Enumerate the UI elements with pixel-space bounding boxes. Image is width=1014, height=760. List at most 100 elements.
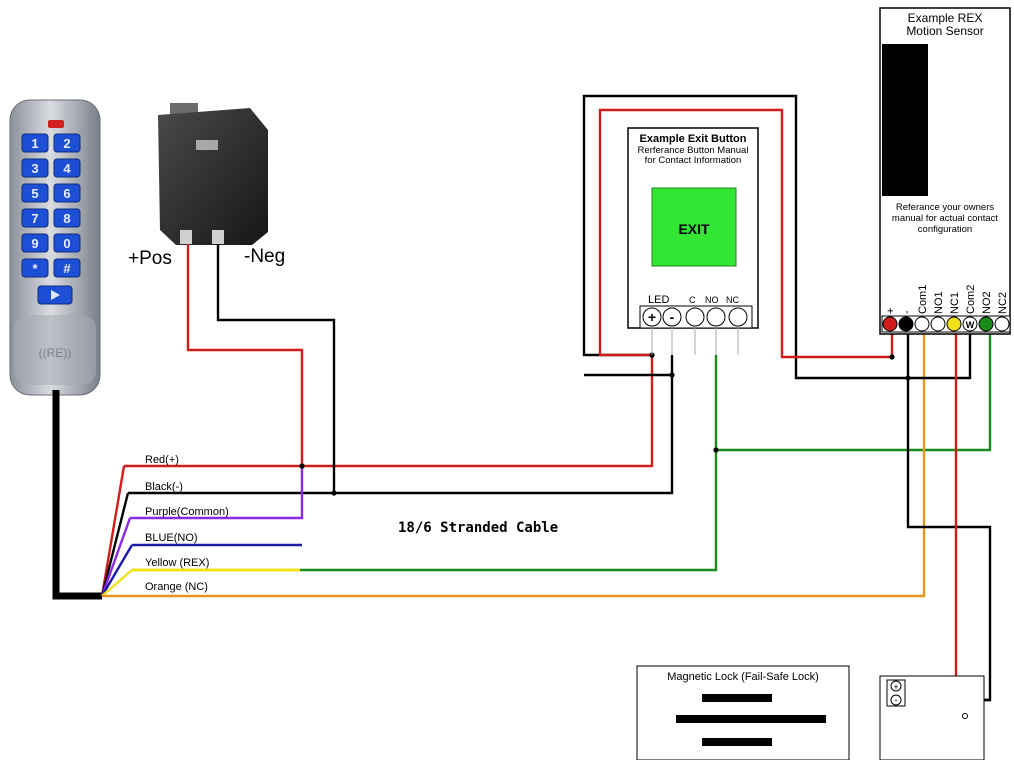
keypad-key-label: 9 [31, 236, 38, 251]
keypad-key-label: * [32, 261, 38, 276]
psu-label-sticker [196, 140, 218, 150]
junction-dot [889, 354, 895, 360]
power-supply [158, 103, 268, 245]
mag-lock-screw [962, 713, 968, 719]
junction-dot [713, 447, 719, 453]
mag-lock-bar [676, 715, 826, 723]
mag-lock-title: Magnetic Lock (Fail-Safe Lock) [667, 671, 819, 683]
exit-terminal-nc [728, 307, 748, 327]
rex-terminal-label: Com2 [965, 285, 977, 314]
no-label: NO [705, 295, 719, 305]
mag-lock-terminal-plus [890, 680, 902, 692]
plus-symbol: + [648, 309, 656, 325]
rex-sensor-lens [882, 44, 928, 196]
rex-terminal-no1 [930, 316, 946, 332]
rex-terminal-block [881, 315, 1011, 333]
rex-terminal-minus [898, 316, 914, 332]
keypad-reader-area [14, 315, 96, 385]
rex-terminal-com1 [914, 316, 930, 332]
mag-lock-minus: - [895, 695, 898, 705]
neg-label: -Neg [244, 246, 285, 267]
junctions [299, 352, 911, 496]
rex-note: Referance your owners [896, 202, 994, 213]
wire-rex-com-black [908, 330, 972, 380]
rex-terminal-label: Com1 [917, 285, 929, 314]
rex-terminal-label: NO2 [981, 291, 993, 314]
keypad-logo: ((RE)) [39, 346, 72, 360]
wire-fan-purple [100, 517, 132, 597]
keypad-key [53, 233, 81, 253]
enter-arrow-icon [51, 290, 60, 300]
exit-terminal-c [685, 307, 705, 327]
rex-terminal-plus [882, 316, 898, 332]
led-label: LED [648, 294, 669, 306]
wire-label: Black(-) [145, 481, 183, 493]
wire-psu-neg [216, 244, 336, 493]
wire-labels: Red(+) Black(-) Purple(Common) BLUE(NO) Yell… [145, 454, 229, 593]
wire-label: Orange (NC) [145, 581, 208, 593]
pos-label: +Pos [128, 248, 172, 269]
wire-purple [130, 466, 304, 520]
exit-push-button [651, 187, 737, 267]
minus-symbol: - [670, 309, 675, 325]
wire-fan-yellow [101, 569, 133, 597]
rex-terminal-label: NC1 [949, 292, 961, 314]
keypad-led [48, 120, 64, 128]
mag-lock-terminal-minus [890, 694, 902, 706]
rex-note: manual for actual contact [892, 213, 999, 224]
exit-button-subtitle: for Contact Information [645, 155, 742, 166]
psu-terminal [212, 230, 224, 244]
wire-label: Red(+) [145, 454, 179, 466]
keypad-key [53, 158, 81, 178]
wire-green-exit [300, 355, 718, 572]
keypad-key-label: 5 [31, 186, 38, 201]
rex-terminal-nc2 [994, 316, 1010, 332]
wire-label: Purple(Common) [145, 506, 229, 518]
wire-fan-blue [100, 544, 134, 597]
rex-terminal-label: NO1 [933, 291, 945, 314]
exit-button-device: Example Exit Button Rerferance Button Ma… [627, 127, 759, 355]
c-label: C [689, 295, 696, 305]
keypad-key [21, 183, 49, 203]
keypad-key [21, 208, 49, 228]
wire-label: Yellow (REX) [145, 557, 209, 569]
junction-dot [299, 463, 305, 469]
rex-sensor-device: Example REX Motion Sensor Referance your… [879, 7, 1011, 335]
keypad-key-label: 8 [63, 211, 70, 226]
keypad-key-label: 3 [31, 161, 38, 176]
rex-terminal-no2 [978, 316, 994, 332]
rex-terminal-label: - [901, 310, 913, 314]
power-supply-body [158, 108, 268, 245]
mag-lock-bar [702, 738, 772, 746]
keypad-key [53, 208, 81, 228]
rex-title: Example REX [908, 11, 983, 25]
exit-button-label: EXIT [678, 221, 710, 237]
rex-terminal-labels: +-Com1 NO1 NC1 Com2 NO2 NC2 [885, 285, 1009, 314]
cable-label: 18/6 Stranded Cable [398, 520, 558, 536]
exit-terminal-no [706, 307, 726, 327]
keypad-cable [52, 390, 102, 600]
rex-terminal-nc1 [946, 316, 962, 332]
wire-rex-to-lock-black [906, 330, 992, 702]
wire-label: BLUE(NO) [145, 532, 198, 544]
wire-green-rex [716, 330, 992, 452]
keypad-key [21, 258, 49, 278]
wire-fan-black [100, 492, 130, 597]
mag-lock-plus: + [893, 682, 898, 692]
keypad-key-label: # [63, 261, 71, 276]
rex-terminal-label: + [885, 308, 897, 314]
mag-lock-bar [702, 694, 772, 702]
keypad-key [53, 183, 81, 203]
keypad-key-label: 4 [63, 161, 71, 176]
keypad-key [53, 258, 81, 278]
exit-button-title: Example Exit Button [640, 133, 747, 145]
keypad-key-label: 1 [31, 136, 38, 151]
wire-psu-pos [186, 244, 304, 466]
junction-dot [331, 490, 337, 496]
wire-red [124, 355, 654, 468]
wire-rex-to-lock-red [905, 330, 958, 688]
rex-terminal-label: NC2 [997, 292, 1009, 314]
